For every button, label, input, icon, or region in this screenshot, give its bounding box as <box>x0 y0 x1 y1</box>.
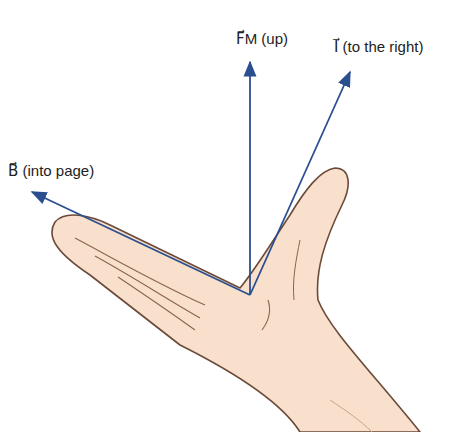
current-label: I⃗ (to the right) <box>334 38 423 56</box>
force-vector <box>249 62 251 295</box>
field-vector <box>32 192 250 295</box>
force-label: F⃗M (up) <box>236 30 288 48</box>
right-hand <box>52 168 420 432</box>
field-label: B⃗ (into page) <box>8 162 94 180</box>
current-vector <box>250 72 350 295</box>
